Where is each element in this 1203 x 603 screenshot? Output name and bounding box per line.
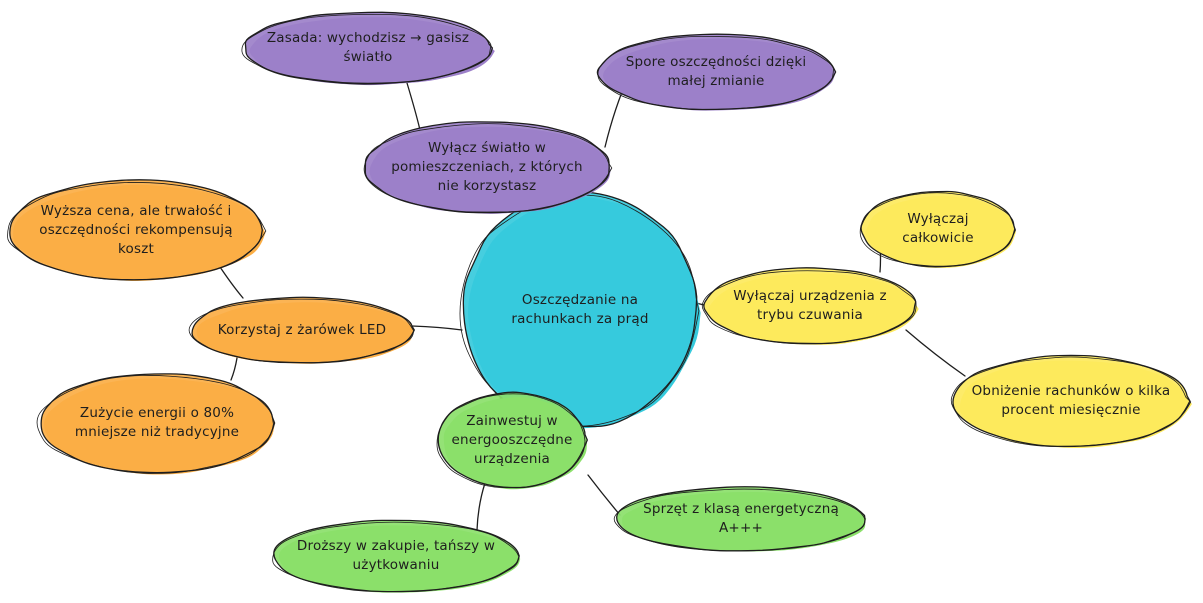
node-outline-sketch [36, 375, 274, 474]
node-outline-sketch [701, 270, 917, 345]
leaf-node-led-usage[interactable] [36, 373, 276, 475]
node-outline [9, 179, 263, 281]
leaf-node-appl-class[interactable] [613, 486, 867, 552]
leaf-node-appl-cost[interactable] [272, 519, 521, 593]
connector-standby-to-standby-bills [905, 329, 966, 377]
branch-node-standby[interactable] [701, 267, 919, 345]
branch-node-appliances[interactable] [436, 391, 589, 490]
node-outline [703, 267, 917, 345]
connector-light-to-light-rule [406, 82, 421, 131]
node-outline-sketch [188, 298, 415, 364]
leaf-node-light-rule[interactable] [241, 11, 495, 86]
connector-led-to-led-price [217, 263, 244, 299]
node-outline [437, 391, 589, 489]
node-outline-sketch [459, 194, 700, 428]
node-outline-sketch [859, 192, 1017, 268]
leaf-node-standby-off[interactable] [859, 190, 1017, 268]
node-outline-sketch [272, 521, 520, 593]
node-outline-sketch [7, 182, 267, 281]
connector-center-to-led [411, 325, 463, 331]
node-outline-sketch [436, 393, 586, 489]
node-outline-sketch [613, 488, 866, 552]
leaf-node-led-price[interactable] [7, 179, 267, 281]
node-outline [952, 354, 1191, 448]
connector-led-to-led-usage [230, 357, 238, 381]
central-topic-node[interactable] [459, 191, 701, 429]
node-outline-sketch [363, 123, 613, 214]
node-outline-sketch [597, 35, 834, 110]
node-outline-sketch [950, 356, 1192, 447]
branch-node-led[interactable] [188, 296, 416, 364]
connector-appliances-to-appl-cost [476, 482, 486, 531]
connector-light-to-light-savings [604, 91, 623, 148]
branch-node-light[interactable] [363, 121, 613, 214]
leaf-node-standby-bills[interactable] [950, 354, 1192, 449]
node-outline [860, 190, 1016, 268]
connector-appliances-to-appl-class [587, 474, 621, 516]
node-outline [462, 191, 698, 428]
leaf-node-light-savings[interactable] [596, 33, 837, 111]
node-outline [616, 486, 866, 552]
node-outline [596, 33, 837, 111]
node-outline-sketch [241, 13, 492, 85]
